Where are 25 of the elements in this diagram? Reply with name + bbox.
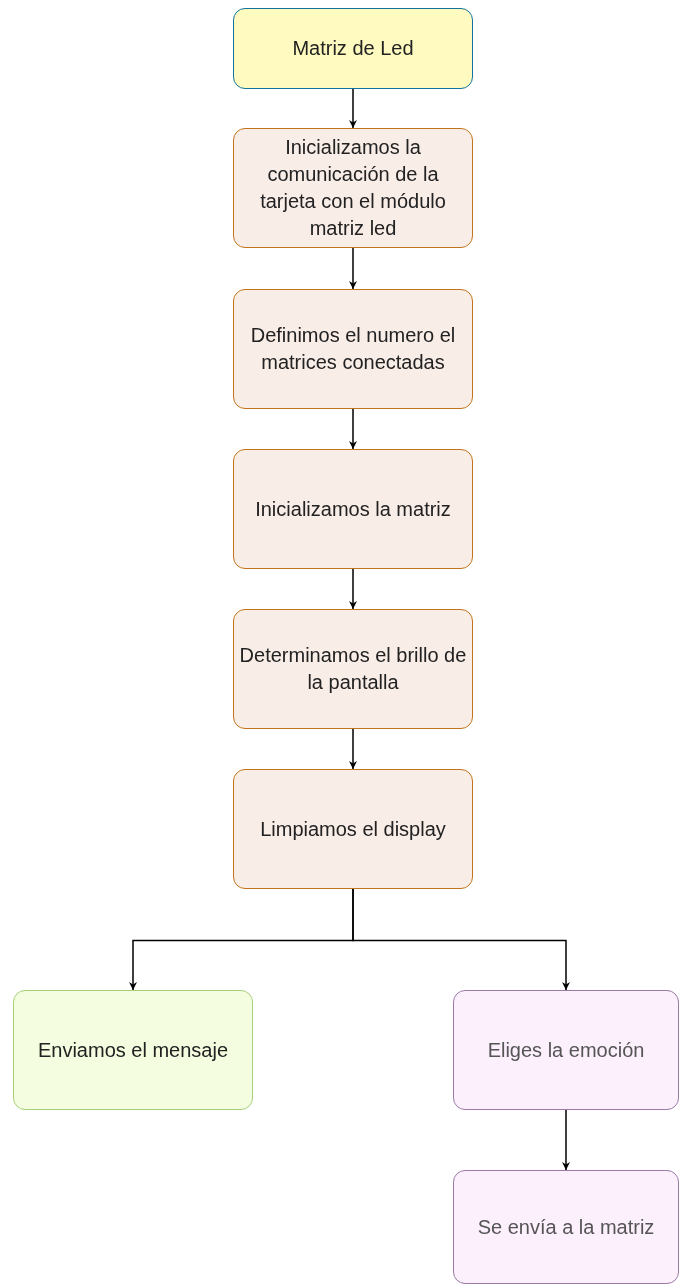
step-label: Determinamos el brillo de la pantalla (238, 643, 468, 695)
arrow (349, 568, 357, 610)
step-label: Se envía a la matriz (477, 1214, 655, 1240)
step-label: Definimos el numero el matrices conectadas (249, 323, 457, 375)
arrow (562, 1109, 570, 1171)
arrow (352, 888, 570, 991)
process-box (233, 769, 473, 889)
process-box (233, 8, 473, 89)
process-box (233, 449, 473, 569)
process-box (233, 609, 473, 729)
arrow (349, 247, 357, 290)
arrow (349, 88, 357, 129)
step-label: Inicializamos la comunicación de la tarjeta con el módulo matriz led (259, 135, 447, 241)
step-label: Enviamos el mensaje (37, 1037, 229, 1063)
process-box (13, 990, 253, 1110)
step-label: Inicializamos la matriz (255, 496, 451, 522)
process-box (233, 128, 473, 248)
step-label: Matriz de Led (292, 36, 414, 61)
arrow (349, 728, 357, 770)
step-label: Eliges la emoción (487, 1037, 645, 1063)
step-label: Limpiamos el display (260, 816, 446, 842)
arrow (349, 408, 357, 450)
process-box (233, 289, 473, 409)
process-box (453, 990, 679, 1110)
process-box (453, 1170, 679, 1284)
